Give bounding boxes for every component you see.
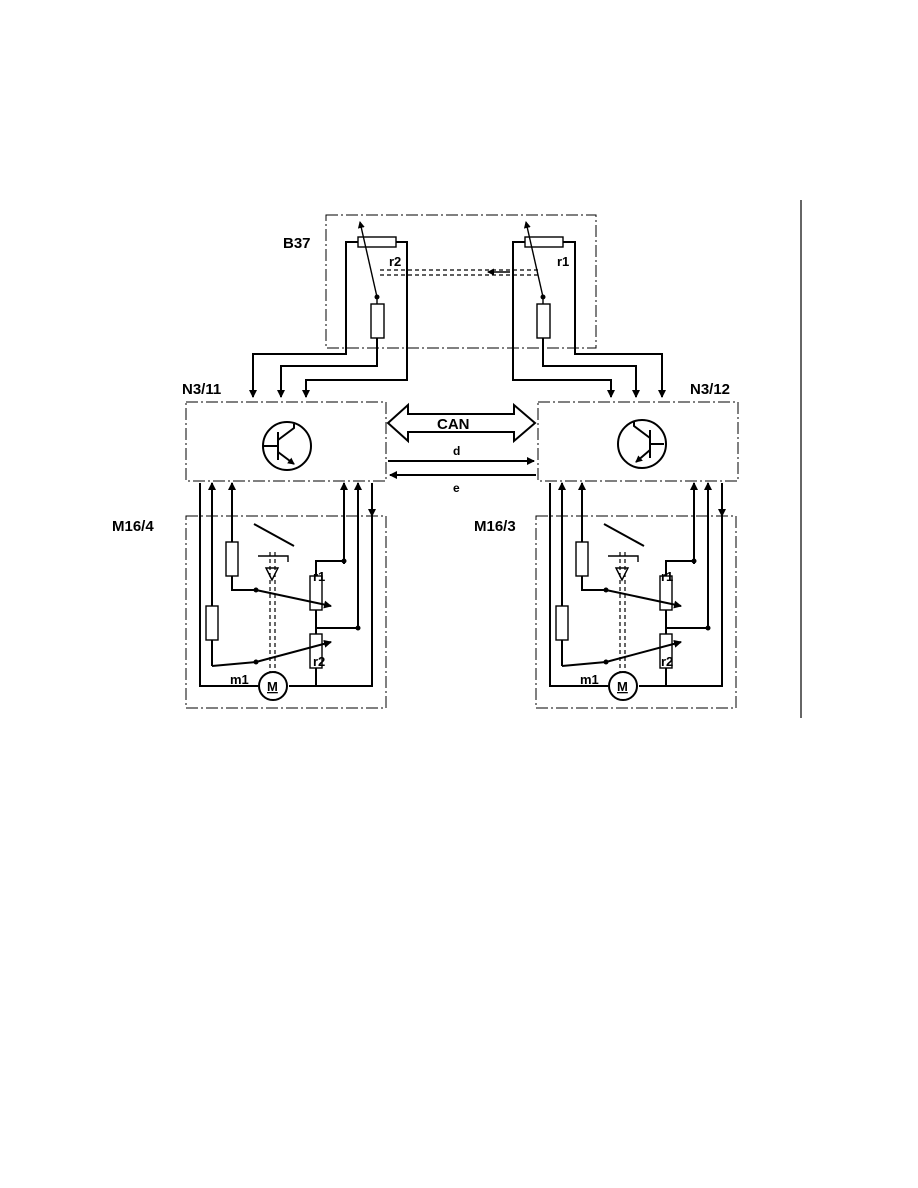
sensor-wire-left-3 (302, 241, 408, 398)
sensor-wire-right-3 (563, 241, 666, 398)
motor-unit-left (186, 483, 386, 708)
transistor-left-icon (262, 421, 312, 471)
motor-right-label: M16/3 (474, 518, 516, 535)
sensor-label-r2: r2 (389, 254, 401, 269)
transistor-right-icon (617, 419, 667, 469)
sensor-wire-right-2 (542, 338, 640, 398)
controller-left-label: N3/11 (182, 381, 221, 398)
can-bus-arrow: CAN (386, 402, 537, 444)
motor-left-label-r2: r2 (313, 654, 325, 669)
motor-left-label-m1: m1 (230, 672, 249, 687)
motor-left-label: M16/4 (112, 518, 154, 535)
motor-unit-right (536, 483, 736, 708)
motor-left-symbol: M (267, 679, 278, 694)
can-bus-label: CAN (437, 416, 470, 433)
signal-line-d-label: d (453, 444, 460, 458)
motor-right-symbol: M (617, 679, 628, 694)
sensor-wire-left-2 (277, 338, 378, 398)
sensor-element-r2: r2 (357, 221, 401, 339)
sensor-label: B37 (283, 235, 311, 252)
controller-left-box (185, 401, 387, 482)
controller-right-label: N3/12 (690, 381, 730, 398)
sensor-wire-left-1 (249, 241, 358, 398)
sensor-wire-right-1 (512, 241, 615, 398)
sensor-element-r1: r1 (523, 221, 569, 339)
sensor-label-r1: r1 (557, 254, 569, 269)
motor-left-label-r1: r1 (313, 569, 325, 584)
motor-right-label-r1: r1 (661, 569, 673, 584)
motor-right-label-m1: m1 (580, 672, 599, 687)
sensor-box (325, 214, 597, 349)
motor-right-label-r2: r2 (661, 654, 673, 669)
signal-line-e-label: e (453, 481, 460, 495)
controller-right-box (537, 401, 739, 482)
